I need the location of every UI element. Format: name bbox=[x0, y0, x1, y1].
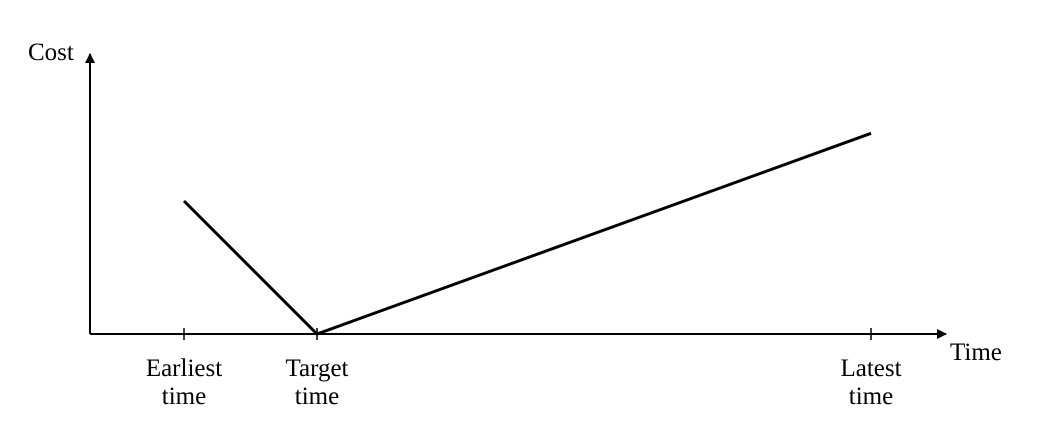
x-tick-label-earliest-line-1: Earliest bbox=[146, 355, 222, 382]
x-tick-label-target-line-1: Target bbox=[285, 355, 348, 382]
x-tick-label-latest-line-2: time bbox=[849, 383, 893, 410]
x-tick-label-target-line-2: time bbox=[295, 383, 339, 410]
y-axis-label: Cost bbox=[28, 39, 74, 66]
x-tick-label-earliest-line-2: time bbox=[162, 383, 206, 410]
cost-line bbox=[182, 131, 872, 336]
x-tick-label-latest-line-1: Latest bbox=[840, 355, 901, 382]
x-axis-label: Time bbox=[950, 339, 1002, 366]
